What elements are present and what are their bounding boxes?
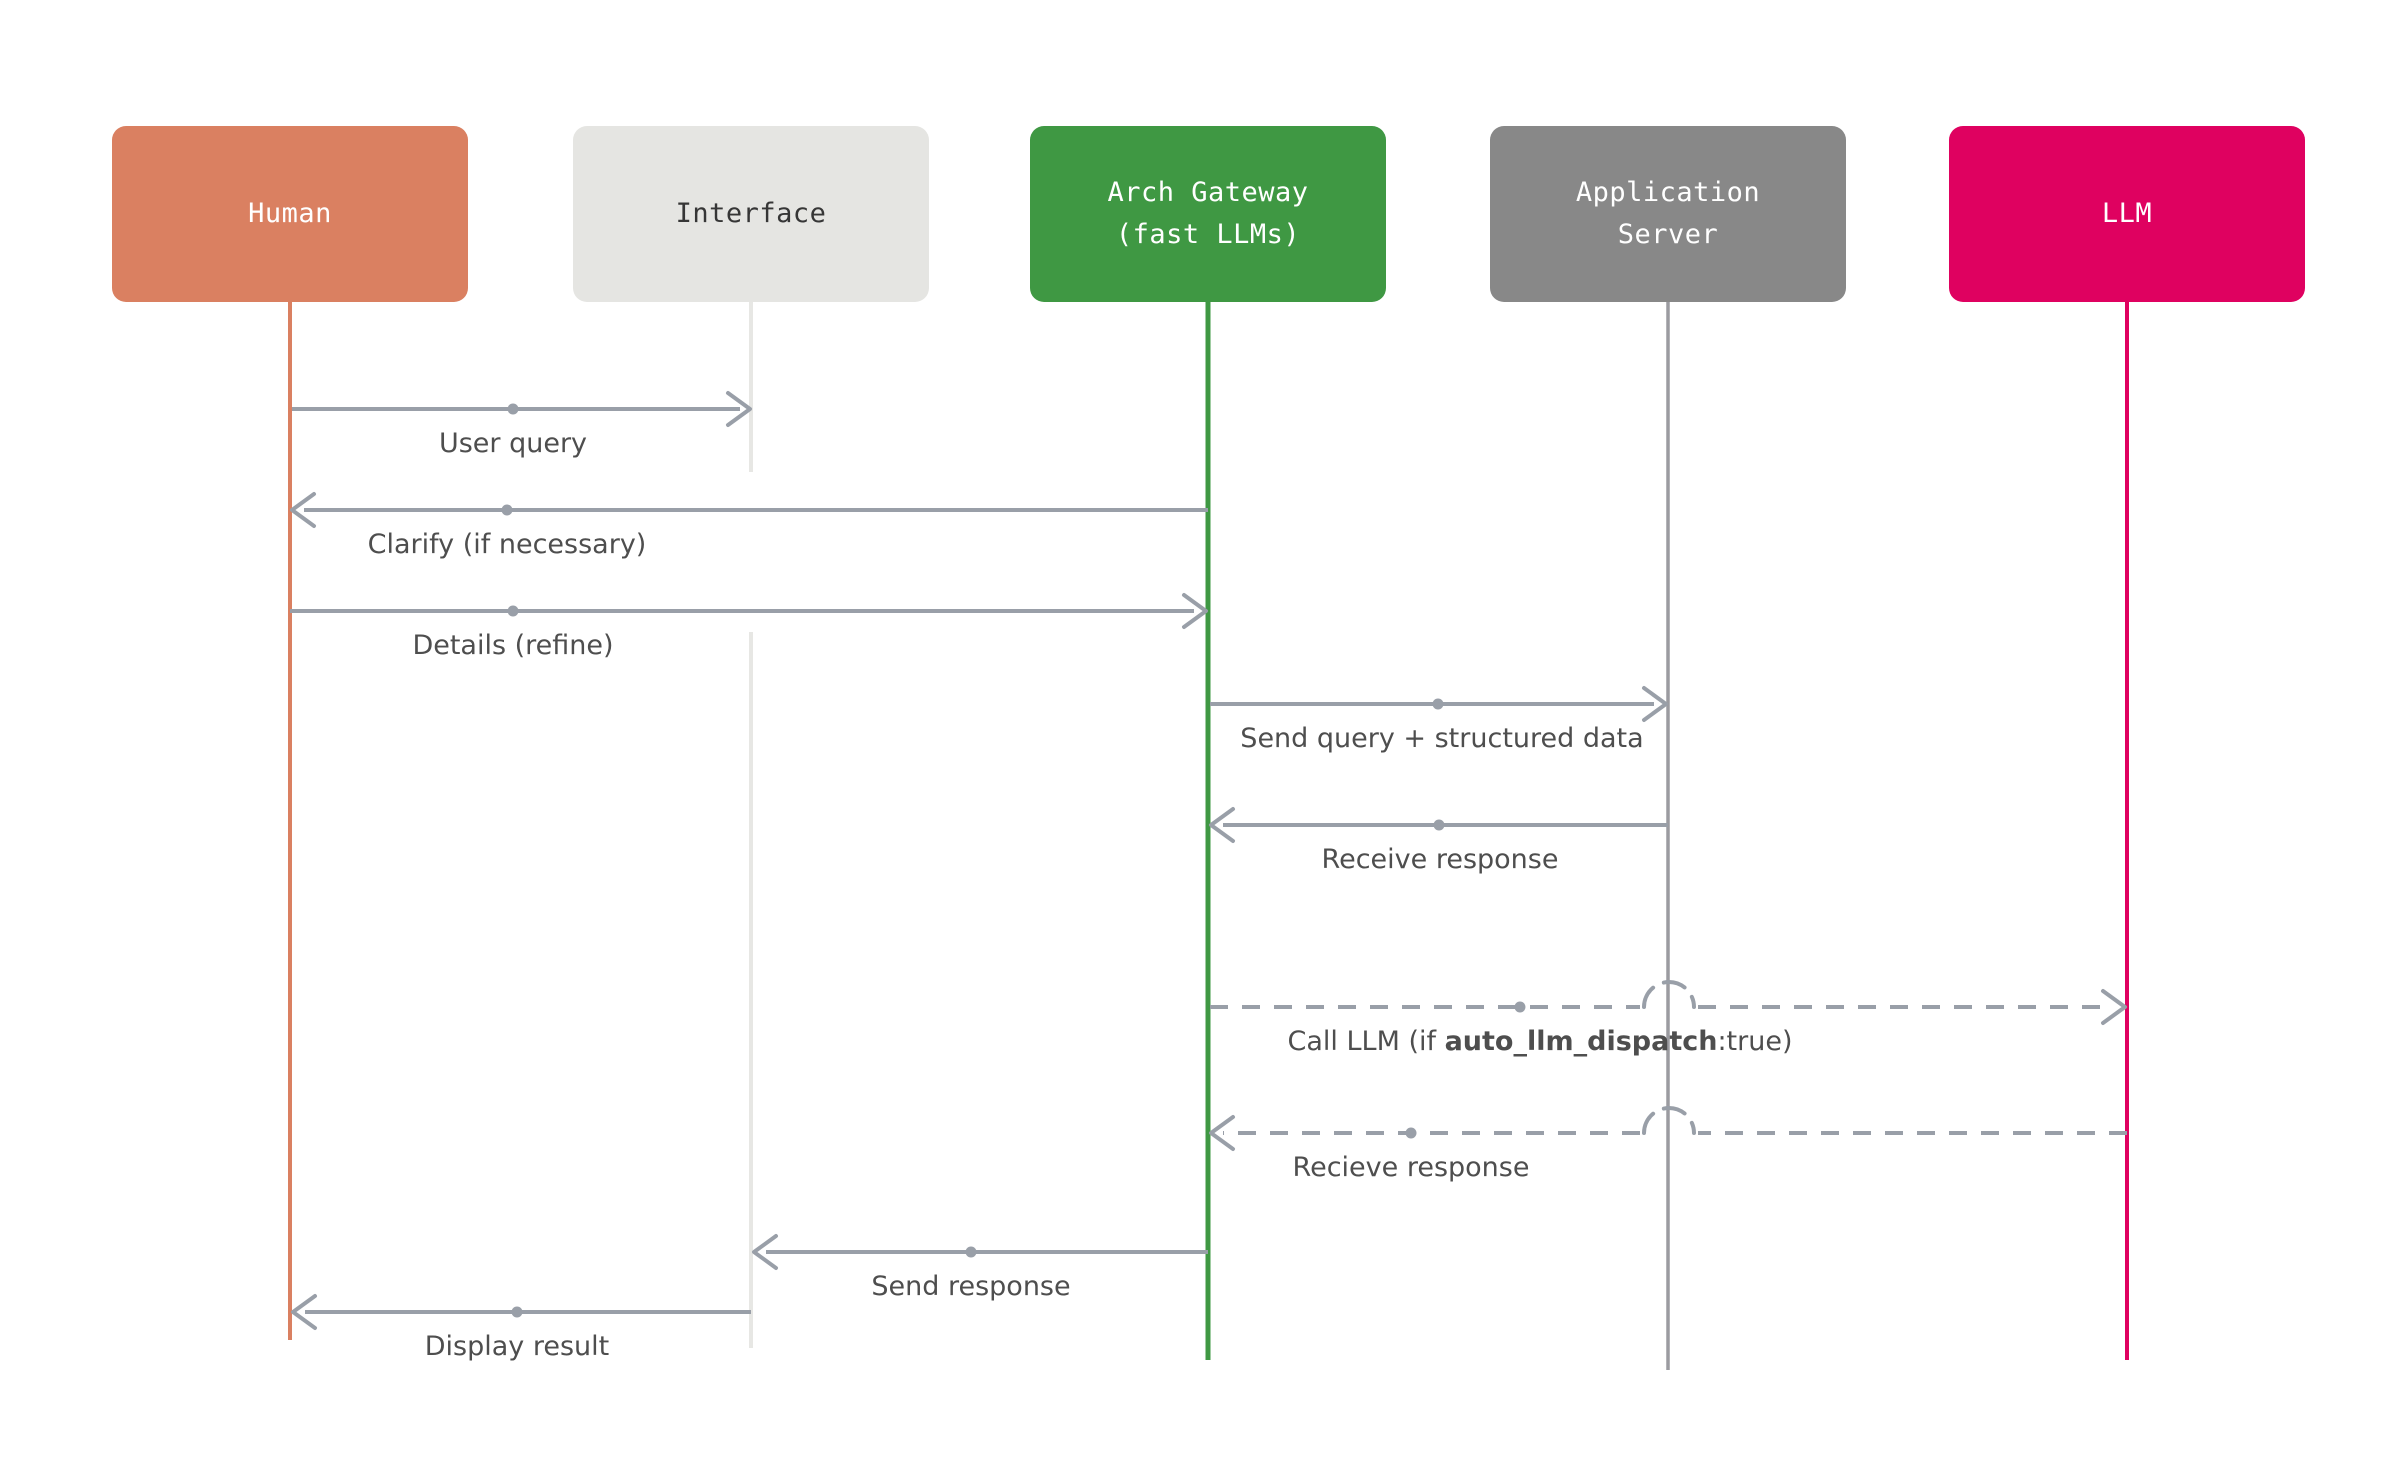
message-label-receive-response: Receive response [1321,844,1559,875]
arrowhead-left-icon [290,492,316,528]
message-dot [507,403,519,415]
message-user-query [292,391,752,427]
actor-llm-label: LLM [2101,198,2153,230]
message-dot [965,1246,977,1258]
message-dot [1432,698,1444,710]
arrowhead-right-icon [1642,686,1668,722]
message-receive-response [1209,807,1668,843]
message-call-llm [1210,980,2127,1025]
message-label-display-result: Display result [424,1331,610,1362]
message-recieve-response [1209,1106,2127,1151]
message-label-send-response: Send response [871,1271,1071,1302]
message-dot [1514,1001,1526,1013]
arrowhead-left-icon [1209,807,1235,843]
message-label-send-query: Send query + structured data [1240,723,1644,754]
message-send-response [752,1234,1208,1270]
actor-human-label: Human [248,198,332,230]
message-clarify [290,492,1208,528]
arrowhead-left-icon [1209,1115,1235,1151]
call-llm-label-prefix: Call LLM (if [1287,1026,1445,1057]
arrowhead-right-icon [2101,989,2127,1025]
actor-interface-label: Interface [675,198,827,230]
message-dot [1433,819,1445,831]
message-dot [1405,1127,1417,1139]
message-details [290,593,1208,629]
call-llm-label-bold: auto_llm_dispatch [1444,1026,1718,1057]
line-hop-icon [1642,1106,1696,1135]
call-llm-label-suffix: :true) [1717,1026,1793,1057]
message-display-result [291,1294,751,1330]
arrowhead-right-icon [1182,593,1208,629]
message-label-user-query: User query [438,428,588,459]
message-label-call-llm: Call LLM (if auto_llm_dispatch:true) [1288,1025,1793,1059]
message-dot [507,605,519,617]
actor-human: Human [112,126,468,302]
actor-application-server: Application Server [1490,126,1846,302]
actor-application-server-label: Application Server [1575,177,1761,250]
message-label-clarify: Clarify (if necessary) [367,529,647,560]
arrowhead-left-icon [291,1294,317,1330]
arrowhead-left-icon [752,1234,778,1270]
message-send-query [1210,686,1668,722]
line-hop-icon [1642,980,1696,1009]
message-dot [511,1306,523,1318]
message-label-recieve-response: Recieve response [1292,1152,1530,1183]
actor-llm: LLM [1949,126,2305,302]
message-dot [501,504,513,516]
actor-arch-gateway-label: Arch Gateway (fast LLMs) [1107,177,1309,250]
message-label-details: Details (refine) [412,630,614,661]
arrowhead-right-icon [726,391,752,427]
actor-arch-gateway: Arch Gateway (fast LLMs) [1030,126,1386,302]
actor-interface: Interface [573,126,929,302]
